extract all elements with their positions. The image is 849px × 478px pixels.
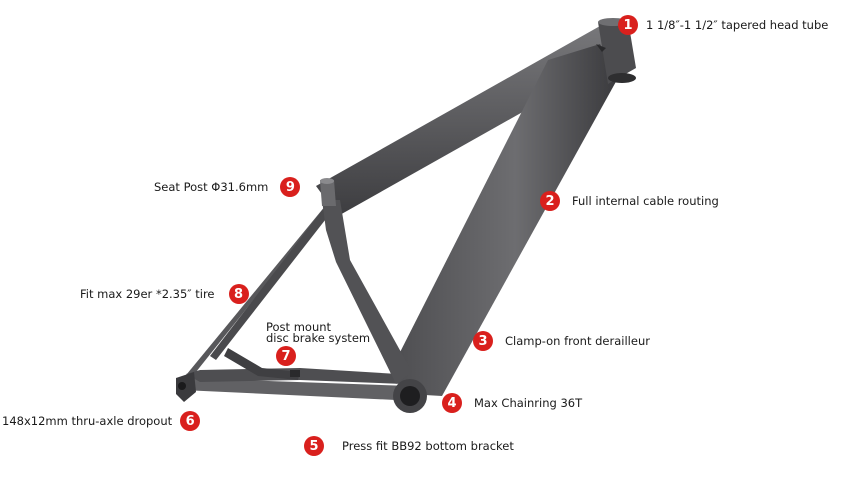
callout-dropout: 148x12mm thru-axle dropout 6 xyxy=(2,411,201,431)
label-dropout: 148x12mm thru-axle dropout xyxy=(2,414,173,428)
seat-post-collar xyxy=(320,180,336,206)
callout-bottom-bracket: 5 Press fit BB92 bottom bracket xyxy=(304,436,514,456)
marker-6: 6 xyxy=(180,411,201,431)
marker-9: 9 xyxy=(280,177,301,197)
rear-dropout xyxy=(176,372,196,402)
callout-head-tube: 1 1 1/8″-1 1/2″ tapered head tube xyxy=(618,15,828,35)
cable-port xyxy=(596,44,606,52)
callout-seat-post: Seat Post Φ31.6mm 9 xyxy=(154,177,301,197)
head-tube-bottom xyxy=(608,73,636,83)
label-bottom-bracket: Press fit BB92 bottom bracket xyxy=(342,439,514,453)
label-disc-brake-line2: disc brake system xyxy=(266,331,371,345)
label-head-tube: 1 1/8″-1 1/2″ tapered head tube xyxy=(646,18,829,32)
brake-bolt xyxy=(290,370,300,377)
bottom-bracket-bore xyxy=(400,386,420,406)
seat-tube-opening xyxy=(320,178,334,184)
callout-tire-clearance: Fit max 29er *2.35″ tire 8 xyxy=(80,284,249,304)
label-disc-brake: Post mount disc brake system xyxy=(266,320,371,345)
seat-tube xyxy=(322,200,412,384)
label-seat-post: Seat Post Φ31.6mm xyxy=(154,180,269,194)
marker-3: 3 xyxy=(473,331,493,351)
marker-2: 2 xyxy=(540,191,560,211)
chain-stay xyxy=(182,378,410,400)
label-chainring: Max Chainring 36T xyxy=(474,396,583,410)
label-tire-clearance: Fit max 29er *2.35″ tire xyxy=(80,287,215,301)
callout-chainring: 4 Max Chainring 36T xyxy=(442,393,582,413)
head-tube xyxy=(598,20,636,84)
seat-stay-inner xyxy=(210,200,336,360)
down-tube xyxy=(390,44,618,396)
label-front-derailleur: Clamp-on front derailleur xyxy=(505,334,650,348)
axle-hole xyxy=(178,382,186,390)
seat-stay xyxy=(182,205,326,382)
label-cable-routing: Full internal cable routing xyxy=(572,194,719,208)
marker-4: 4 xyxy=(442,393,462,413)
callout-front-derailleur: 3 Clamp-on front derailleur xyxy=(473,331,650,351)
callout-cable-routing: 2 Full internal cable routing xyxy=(540,191,719,211)
marker-7: 7 xyxy=(276,346,296,366)
marker-8: 8 xyxy=(228,284,249,304)
label-disc-brake-line1: Post mount xyxy=(266,320,332,334)
marker-5: 5 xyxy=(304,436,324,456)
brake-mount xyxy=(224,348,300,380)
marker-1: 1 xyxy=(618,15,638,35)
